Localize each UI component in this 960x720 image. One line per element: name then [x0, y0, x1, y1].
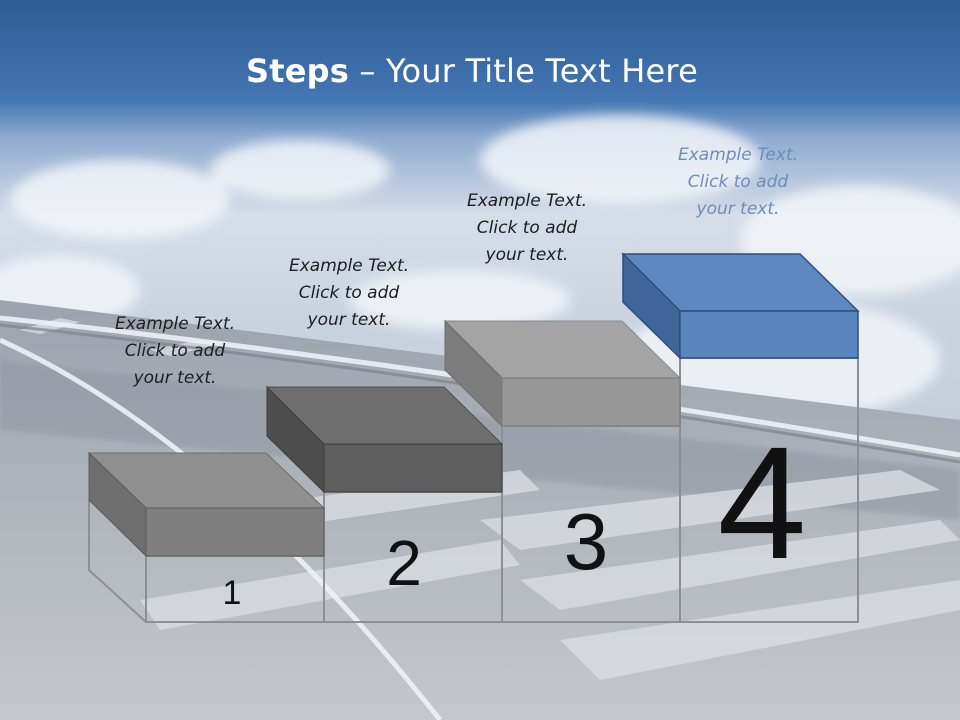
step-3-block[interactable] [443, 319, 682, 428]
title-rest-part: – Your Title Text Here [349, 52, 698, 90]
step-2-text[interactable]: Example Text. Click to add your text. [288, 256, 410, 330]
step-1-text[interactable]: Example Text. Click to add your text. [114, 314, 236, 388]
title-bold-part: Steps [246, 52, 350, 90]
step-4-text[interactable]: Example Text. Click to add your text. [677, 145, 799, 219]
step-1-number: 1 [223, 574, 242, 612]
step-2-block[interactable] [265, 385, 504, 494]
step-1-block[interactable] [87, 451, 326, 558]
step-2-number: 2 [386, 527, 422, 599]
step-4-block[interactable] [621, 252, 860, 360]
step-3-text[interactable]: Example Text. Click to add your text. [466, 191, 588, 265]
step-4-number: 4 [718, 413, 807, 592]
step-1-side-outline [88, 500, 147, 623]
slide-title[interactable]: Steps – Your Title Text Here [0, 52, 944, 90]
step-3-number: 3 [564, 497, 609, 586]
